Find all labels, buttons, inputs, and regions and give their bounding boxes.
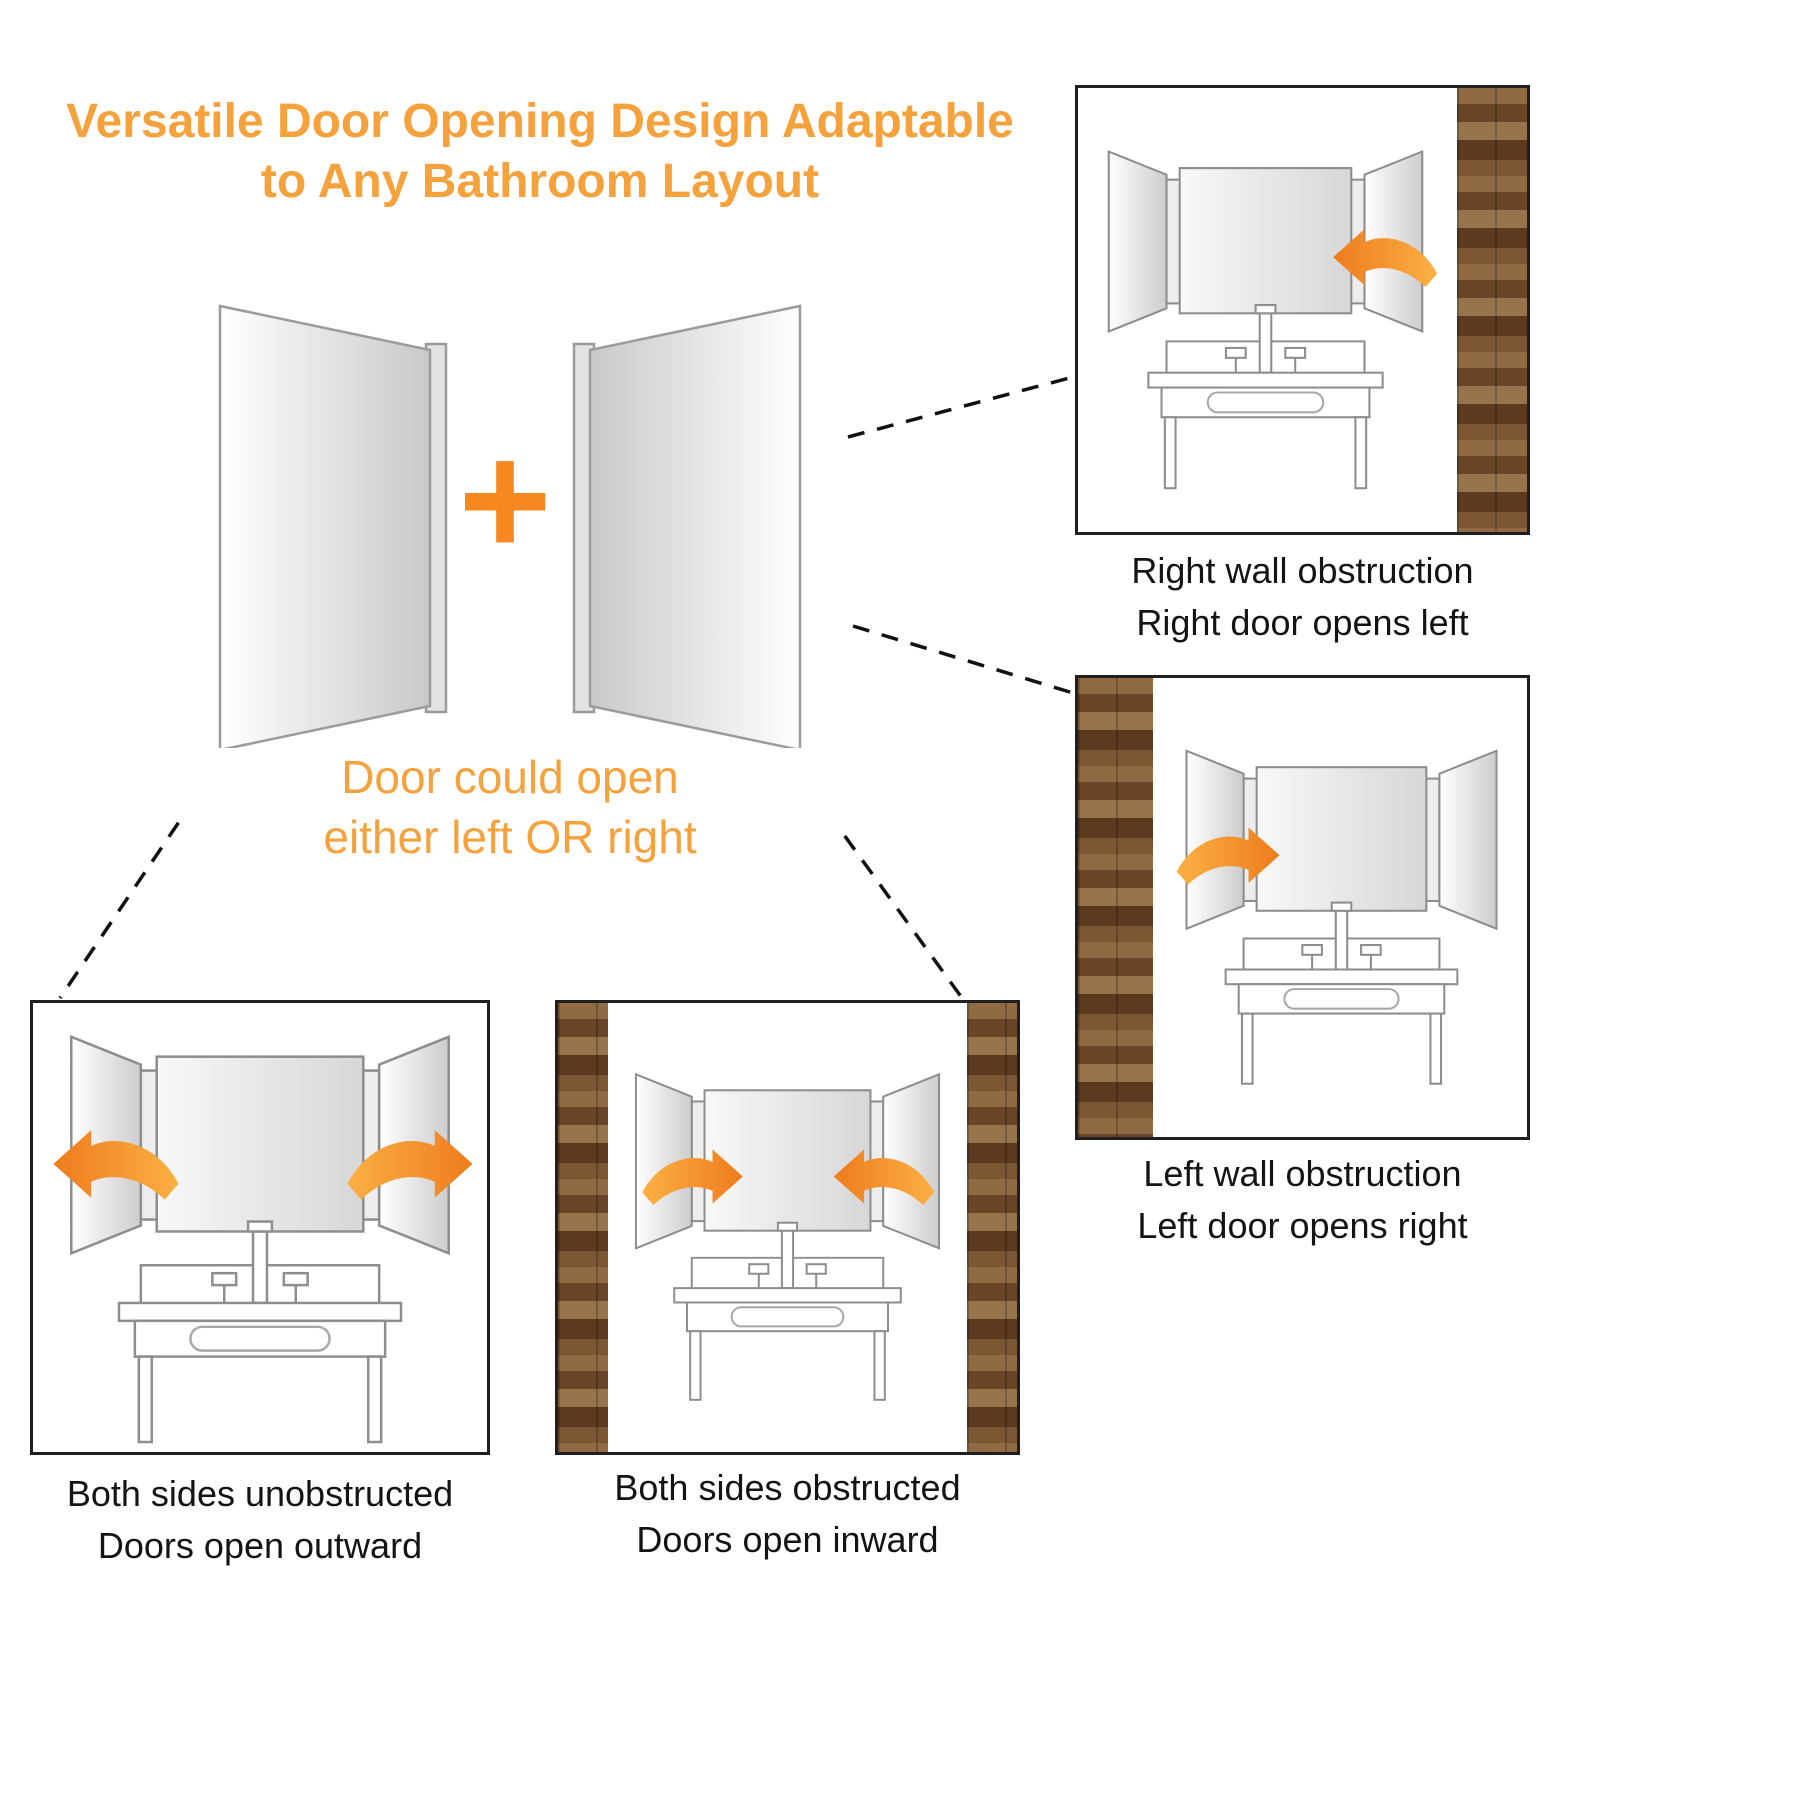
faucet-icon [748, 1221, 827, 1290]
cabinet-center-mirror [703, 1089, 872, 1232]
caption-line: Left door opens right [1137, 1205, 1468, 1247]
curved-arrow-left-icon [833, 1149, 935, 1206]
cabinet-right-door [1438, 749, 1498, 931]
panel-left-wall-obstruction [1075, 675, 1530, 1140]
panel-both-sides-obstructed [555, 1000, 1020, 1455]
panel-both-sides-unobstructed [30, 1000, 490, 1455]
vanity-sink [1147, 304, 1384, 490]
cabinet-center-mirror [1178, 167, 1353, 315]
caption-right-wall-obstruction: Right wall obstruction Right door opens … [1075, 545, 1530, 649]
bathroom-scene-bottom-center [612, 1009, 963, 1446]
left-mirror-door [218, 304, 432, 752]
bathroom-scene-bottom-left [39, 1009, 481, 1446]
wood-wall-texture-left [558, 1003, 608, 1452]
connector-top-right [847, 375, 1074, 439]
cabinet-right-door [882, 1072, 941, 1250]
panel-right-wall-obstruction [1075, 85, 1530, 535]
curved-arrow-right-icon [642, 1149, 743, 1206]
title-line-2: to Any Bathroom Layout [260, 155, 820, 208]
title-line-1: Versatile Door Opening Design Adaptable [66, 95, 1014, 148]
caption-both-sides-unobstructed: Both sides unobstructed Doors open outwa… [30, 1468, 490, 1572]
sink-basin-front [730, 1306, 845, 1328]
center-caption-line-2: either left OR right [323, 810, 697, 863]
caption-line: Doors open inward [636, 1519, 939, 1561]
faucet-icon [1301, 901, 1382, 971]
curved-arrow-left-icon [1333, 229, 1438, 287]
vanity-leg-left [1240, 1012, 1254, 1085]
caption-both-sides-obstructed: Both sides obstructed Doors open inward [555, 1462, 1020, 1566]
vanity-leg-left [1163, 416, 1177, 490]
vanity-sink [673, 1221, 902, 1401]
two-mirror-doors-illustration [218, 304, 802, 752]
cabinet-center-mirror [1255, 766, 1428, 912]
vanity-leg-left [689, 1330, 702, 1401]
countertop [673, 1287, 902, 1304]
vanity-sink [117, 1220, 403, 1444]
vanity-leg-right [1354, 416, 1368, 490]
cabinet-left-door [634, 1072, 693, 1250]
caption-line: Both sides obstructed [614, 1467, 961, 1508]
caption-line: Both sides unobstructed [66, 1473, 454, 1514]
wood-wall-texture-right [1457, 88, 1527, 532]
caption-line: Doors open outward [97, 1525, 423, 1567]
bathroom-scene-middle-right [1162, 684, 1521, 1131]
bathroom-scene-top-right [1084, 94, 1447, 526]
caption-left-wall-obstruction: Left wall obstruction Left door opens ri… [1075, 1148, 1530, 1252]
caption-line: Right wall obstruction [1131, 550, 1474, 591]
center-caption: Door could open either left OR right [180, 748, 840, 868]
sink-basin-front [1283, 988, 1400, 1010]
countertop [1224, 968, 1459, 986]
right-mirror-door [588, 304, 802, 752]
page-title: Versatile Door Opening Design Adaptable … [40, 92, 1040, 212]
curved-arrow-right-icon [1176, 827, 1280, 885]
sink-basin-front [1206, 391, 1325, 414]
caption-line: Left wall obstruction [1143, 1153, 1462, 1194]
vanity-leg-right [1429, 1012, 1443, 1085]
cabinet-left-door [1107, 150, 1168, 333]
cabinet-center-mirror [155, 1055, 365, 1233]
countertop [117, 1301, 403, 1323]
curved-arrow-right-icon [347, 1130, 473, 1200]
connector-bottom-center [790, 761, 964, 1000]
vanity-leg-right [873, 1330, 886, 1401]
vanity-leg-right [367, 1355, 383, 1444]
plus-icon: + [458, 410, 552, 589]
wood-wall-texture-right [967, 1003, 1017, 1452]
faucet-icon [1224, 304, 1307, 374]
mirror-cabinet [1107, 150, 1424, 333]
connector-middle-right [852, 624, 1074, 695]
vanity-sink [1224, 901, 1459, 1085]
mirror-cabinet [70, 1034, 450, 1256]
wood-wall-texture-left [1078, 678, 1153, 1137]
faucet-icon [211, 1220, 309, 1305]
caption-line: Right door opens left [1136, 602, 1469, 644]
curved-arrow-left-icon [53, 1130, 179, 1200]
center-caption-line-1: Door could open [341, 751, 679, 803]
countertop [1147, 371, 1384, 389]
vanity-leg-left [137, 1355, 153, 1444]
sink-basin-front [189, 1325, 331, 1352]
